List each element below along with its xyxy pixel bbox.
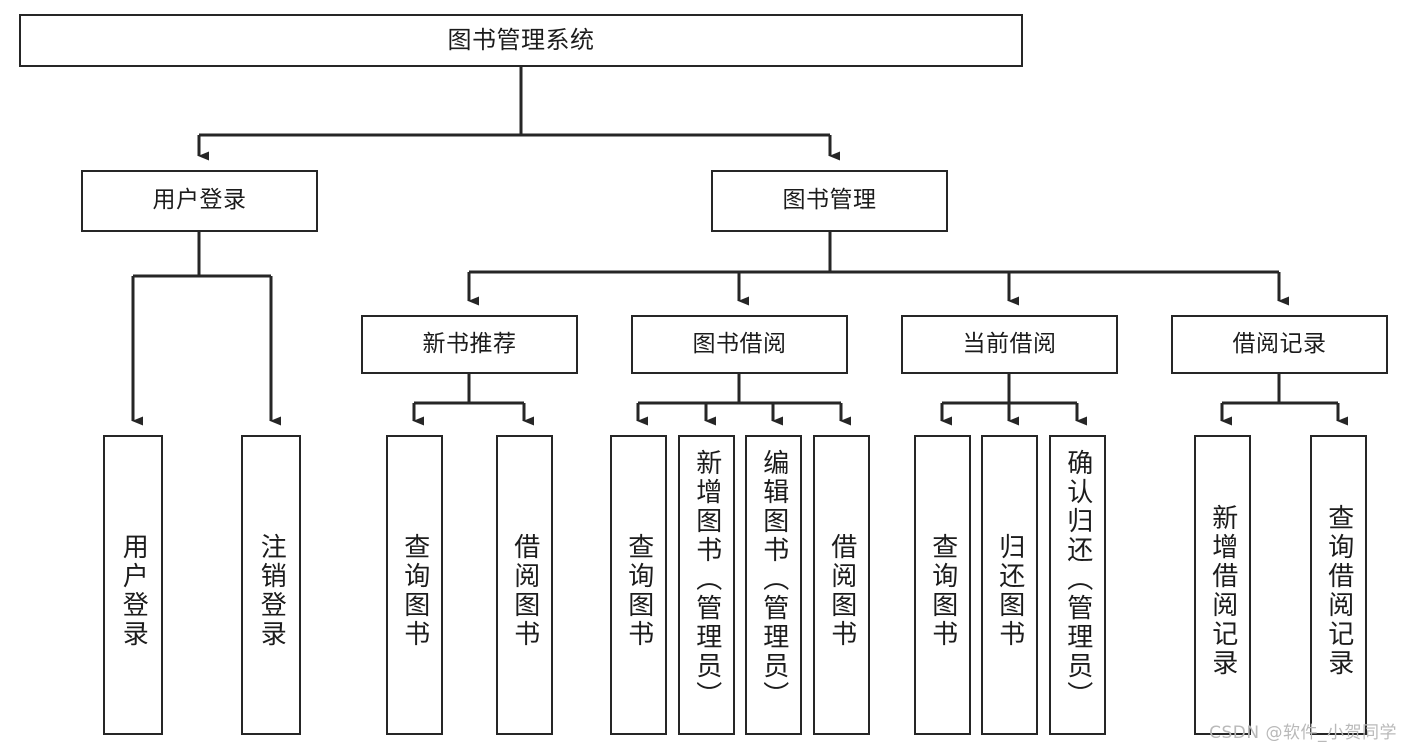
node-leaf-query-book-3-label: 查询图书	[927, 533, 958, 649]
node-leaf-logout[interactable]: 注销登录	[241, 435, 301, 735]
node-leaf-user-login-label: 用户登录	[118, 533, 149, 649]
node-book-borrow[interactable]: 图书借阅	[631, 315, 848, 374]
node-borrow-record[interactable]: 借阅记录	[1171, 315, 1388, 374]
node-leaf-query-book-1[interactable]: 查询图书	[386, 435, 443, 735]
node-leaf-query-book-3[interactable]: 查询图书	[914, 435, 971, 735]
node-leaf-query-book-2-label: 查询图书	[623, 533, 654, 649]
node-leaf-edit-book[interactable]: 编辑图书（管理员）	[745, 435, 802, 735]
node-user-login-label: 用户登录	[152, 187, 247, 214]
node-leaf-return-book[interactable]: 归还图书	[981, 435, 1038, 735]
node-leaf-borrow-book-1[interactable]: 借阅图书	[496, 435, 553, 735]
node-leaf-add-record[interactable]: 新增借阅记录	[1194, 435, 1251, 735]
node-book-management[interactable]: 图书管理	[711, 170, 948, 232]
node-leaf-borrow-book-2[interactable]: 借阅图书	[813, 435, 870, 735]
node-leaf-borrow-book-1-label: 借阅图书	[509, 533, 540, 649]
node-leaf-user-login[interactable]: 用户登录	[103, 435, 163, 735]
node-leaf-query-book-2[interactable]: 查询图书	[610, 435, 667, 735]
node-leaf-query-record-label: 查询借阅记录	[1323, 504, 1354, 678]
node-book-management-label: 图书管理	[782, 187, 877, 214]
node-leaf-return-book-label: 归还图书	[994, 533, 1025, 649]
node-leaf-query-book-1-label: 查询图书	[399, 533, 430, 649]
node-leaf-edit-book-label: 编辑图书（管理员）	[758, 449, 789, 710]
node-root-label: 图书管理系统	[447, 26, 595, 55]
node-borrow-record-label: 借阅记录	[1232, 330, 1327, 357]
node-book-borrow-label: 图书借阅	[692, 330, 787, 357]
node-leaf-add-book-label: 新增图书（管理员）	[691, 449, 722, 710]
node-current-borrow-label: 当前借阅	[962, 330, 1057, 357]
node-new-book-recommend[interactable]: 新书推荐	[361, 315, 578, 374]
csdn-watermark: CSDN @软件_小贺同学	[1209, 723, 1397, 743]
node-new-book-recommend-label: 新书推荐	[422, 330, 517, 357]
node-root[interactable]: 图书管理系统	[19, 14, 1023, 67]
node-current-borrow[interactable]: 当前借阅	[901, 315, 1118, 374]
node-leaf-query-record[interactable]: 查询借阅记录	[1310, 435, 1367, 735]
node-leaf-borrow-book-2-label: 借阅图书	[826, 533, 857, 649]
node-leaf-confirm-return[interactable]: 确认归还（管理员）	[1049, 435, 1106, 735]
node-leaf-add-record-label: 新增借阅记录	[1207, 504, 1238, 678]
node-leaf-logout-label: 注销登录	[256, 533, 287, 649]
node-user-login[interactable]: 用户登录	[81, 170, 318, 232]
node-leaf-confirm-return-label: 确认归还（管理员）	[1062, 449, 1093, 710]
node-leaf-add-book[interactable]: 新增图书（管理员）	[678, 435, 735, 735]
